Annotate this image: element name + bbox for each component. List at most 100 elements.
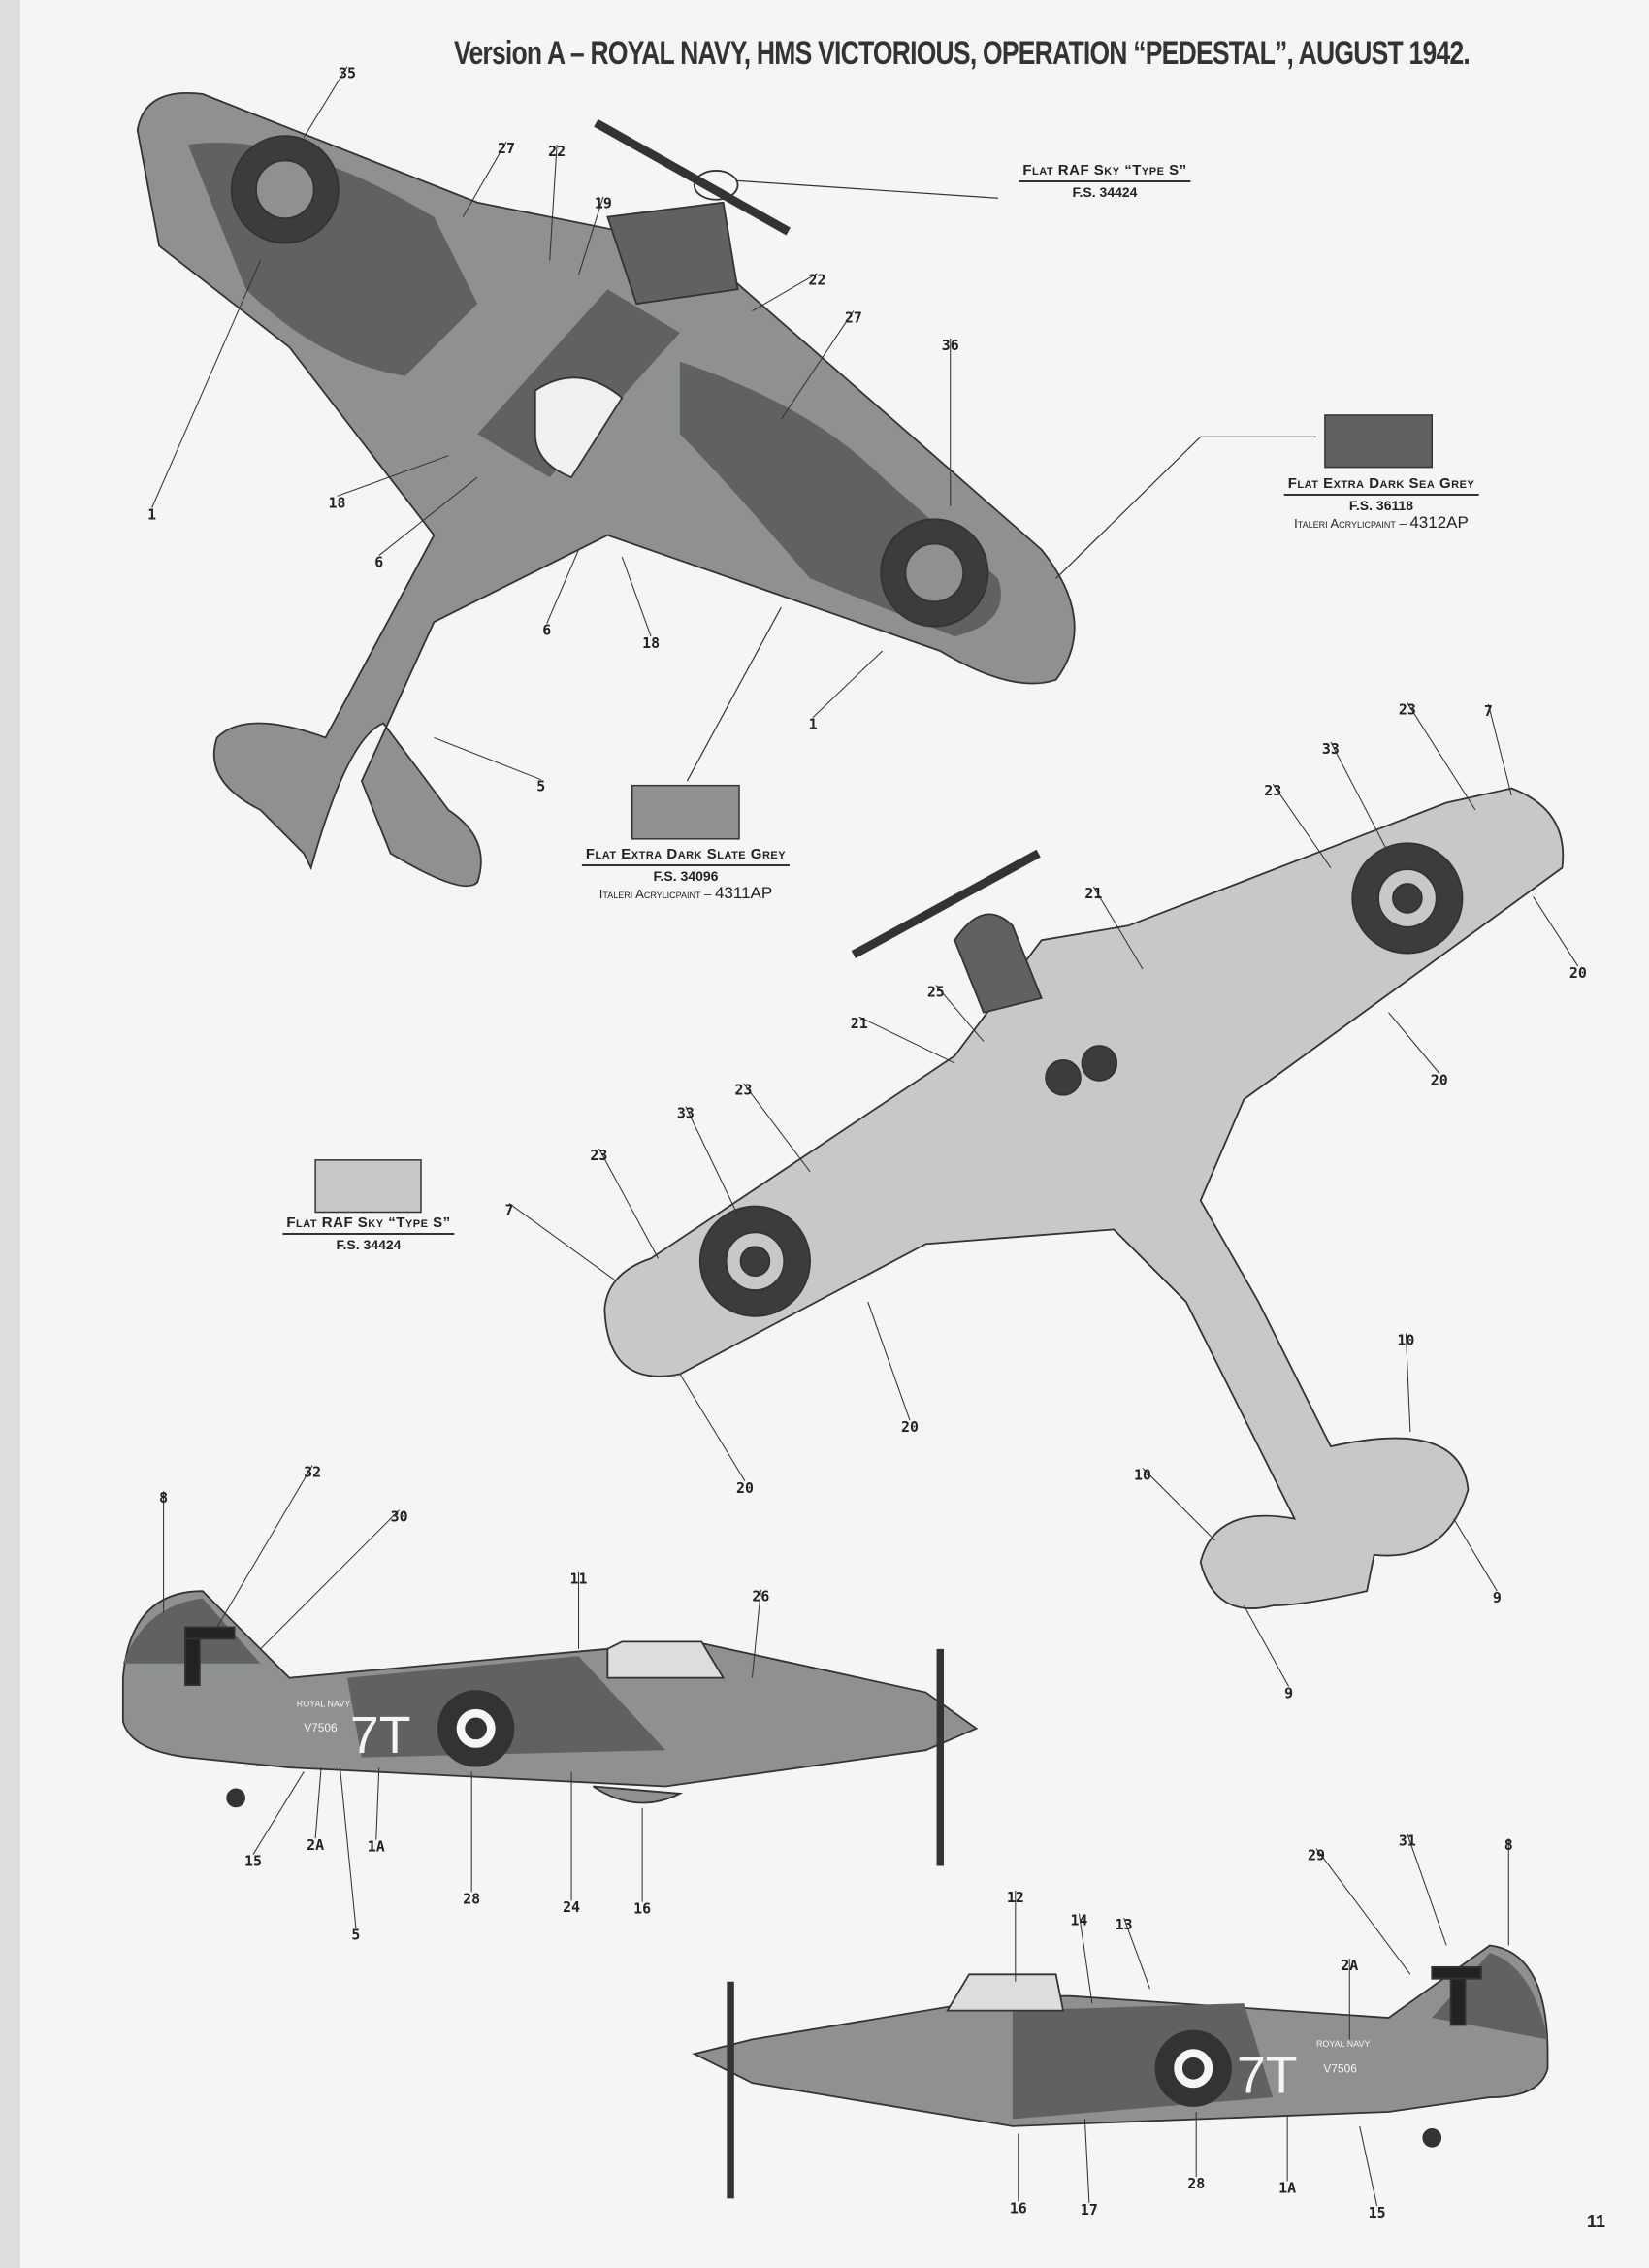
callout-number: 1A: [368, 1838, 385, 1856]
callout-number: 20: [1431, 1071, 1448, 1088]
callout-leader-line: [578, 196, 604, 275]
color-name: Flat RAF Sky “Type S”: [282, 1215, 455, 1235]
callout-number: 10: [1397, 1332, 1414, 1349]
callout-leader-line: [935, 985, 985, 1042]
callout-number: 29: [1308, 1847, 1325, 1864]
callout-leader-line: [598, 1148, 659, 1259]
callout-number: 9: [1284, 1685, 1293, 1702]
callout-number: 35: [339, 65, 356, 82]
callout-leader-line: [1406, 1833, 1447, 1946]
color-fs: F.S. 34096: [653, 868, 719, 884]
callout-leader-line: [1533, 896, 1579, 967]
callout-number: 19: [595, 195, 612, 212]
callout-number: 15: [244, 1852, 262, 1869]
callout-number: 36: [942, 337, 959, 354]
callout-leader-line: [375, 1767, 380, 1840]
callout-leader-line: [743, 1083, 811, 1173]
color-name: Flat Extra Dark Sea Grey: [1283, 475, 1479, 496]
callout-number: 23: [1264, 782, 1281, 799]
fuselage-code: 7T: [350, 1706, 411, 1765]
callout-leader-line: [1315, 1848, 1411, 1975]
callout-number: 1: [809, 715, 818, 732]
callout-number: 16: [1010, 2199, 1027, 2217]
callout-number: 12: [1007, 1889, 1024, 1906]
callout-number: 20: [901, 1418, 919, 1436]
callout-number: 30: [391, 1508, 408, 1526]
callout-leader-line: [751, 1589, 761, 1678]
callout-leader-line: [1487, 704, 1512, 796]
callout-leader-line: [1092, 886, 1144, 970]
callout-number: 28: [1187, 2175, 1205, 2192]
callout-number: 33: [677, 1105, 695, 1122]
page-title: Version A – ROYAL NAVY, HMS VICTORIOUS, …: [454, 35, 1471, 72]
paint-code: 4311AP: [714, 884, 773, 902]
callout-leader-line: [252, 1771, 305, 1855]
fuselage-serial-right: V7506: [1323, 2062, 1357, 2076]
callout-number: 18: [642, 634, 660, 652]
callout-leader-line: [1078, 1913, 1093, 2004]
callout-leader-line: [303, 66, 348, 138]
leader-lines: [686, 179, 1316, 782]
callout-leader-line: [260, 1509, 400, 1650]
callout-number: 22: [548, 143, 566, 160]
callout-leader-line: [812, 650, 884, 718]
callout-leader-line: [1330, 741, 1389, 854]
paint-brand: Italeri Acrylicpaint – 4312AP: [1284, 513, 1479, 533]
callout-number: 7: [504, 1201, 513, 1218]
callout-number: 20: [1569, 964, 1587, 982]
swatch-extra-dark-slate-grey: [630, 784, 740, 840]
callout-number: 5: [536, 778, 545, 795]
callout-leader-line: [434, 736, 541, 781]
callout-number: 2A: [1341, 1957, 1358, 1974]
callout-leader-line: [752, 273, 818, 312]
callout-number: 23: [590, 1147, 607, 1164]
callout-number: 24: [563, 1898, 580, 1916]
callout-leader-line: [1142, 1468, 1215, 1541]
fuselage-code-right: 7T: [1237, 2047, 1298, 2105]
callout-number: 23: [735, 1082, 753, 1099]
callout-leader-line: [679, 1374, 746, 1482]
callout-leader-line: [546, 549, 579, 624]
callout-leader-line: [780, 310, 855, 420]
callout-number: 8: [1504, 1836, 1513, 1854]
callout-number: 23: [1399, 701, 1416, 719]
underside-view-aircraft: [603, 787, 1565, 1609]
binding-edge: [0, 0, 20, 2268]
color-name: Flat RAF Sky “Type S”: [1018, 162, 1191, 182]
callout-number: 17: [1081, 2201, 1098, 2219]
callout-number: 18: [329, 494, 346, 511]
callout-leader-line: [378, 476, 478, 556]
paint-brand: Italeri Acrylicpaint – 4311AP: [582, 884, 790, 903]
callout-number: 7: [1484, 702, 1493, 720]
callout-leader-line: [1359, 2125, 1378, 2206]
top-view-aircraft: [136, 92, 1076, 888]
callout-number: 26: [752, 1588, 769, 1605]
callout-number: 14: [1070, 1912, 1087, 1929]
callout-number: 8: [159, 1489, 168, 1507]
callout-number: 1A: [1278, 2179, 1296, 2196]
callout-number: 6: [542, 622, 551, 639]
callout-leader-line: [621, 556, 652, 637]
color-label-sky-bottom: Flat RAF Sky “Type S” F.S. 34424: [282, 1215, 455, 1252]
callout-leader-line: [151, 260, 261, 508]
callout-leader-line: [1405, 1333, 1411, 1433]
callout-leader-line: [1243, 1604, 1290, 1687]
callout-number: 27: [498, 140, 515, 157]
callout-number: 27: [845, 309, 862, 327]
swatch-sky: [314, 1159, 422, 1214]
callout-leader-line: [314, 1767, 322, 1839]
color-label-sky-top: Flat RAF Sky “Type S” F.S. 34424: [1018, 162, 1191, 200]
callout-number: 9: [1493, 1589, 1502, 1606]
color-label-slate-grey: Flat Extra Dark Slate Grey F.S. 34096 It…: [581, 846, 791, 903]
callout-number: 16: [633, 1900, 651, 1918]
brand-text: Italeri Acrylicpaint –: [1294, 516, 1406, 531]
callout-leader-line: [1123, 1917, 1150, 1990]
callout-number: 32: [304, 1463, 321, 1480]
callout-number: 33: [1322, 740, 1340, 758]
callout-number: 13: [1116, 1916, 1133, 1933]
callout-leader-line: [685, 1106, 739, 1215]
callout-leader-line: [1453, 1518, 1498, 1592]
callout-number: 1: [147, 505, 156, 523]
